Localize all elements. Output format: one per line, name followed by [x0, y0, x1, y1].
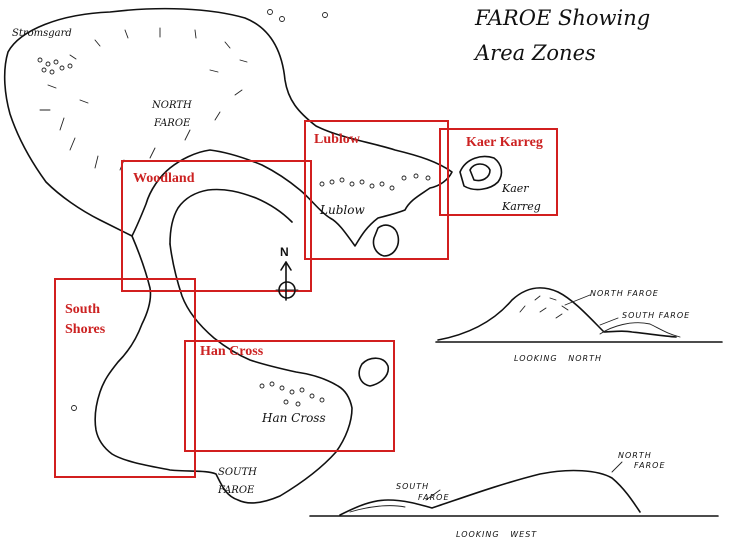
compass-north-label: N [280, 245, 289, 259]
west-view-peak-label-line-2: FAROE [634, 461, 666, 470]
north-faroe-label-line-1: NORTH [151, 100, 192, 111]
lublow-town-dots [319, 173, 431, 191]
lublow-town-label: Lublow [319, 203, 365, 217]
north-view-caption: LOOKING NORTH [514, 354, 602, 363]
zone-han-cross-boundary [184, 340, 395, 452]
zone-han-cross-label: Han Cross [200, 344, 264, 359]
kaer-karreg-town-label-line-1: Kaer [501, 182, 529, 195]
central-isthmus-coastline [94, 235, 353, 504]
zone-kaer-karreg-boundary [439, 128, 558, 216]
north-faroe-label-line-2: FAROE [153, 118, 191, 129]
west-view-low-label-line-1: SOUTH [396, 482, 429, 491]
south-faroe-label-line-1: SOUTH [218, 467, 257, 478]
zone-south-shores-boundary [54, 278, 196, 478]
zone-woodland-boundary [121, 160, 312, 292]
north-faroe-coastline [3, 7, 453, 247]
north-view-peak-label: NORTH FAROE [590, 289, 659, 298]
zone-lublow-boundary [304, 120, 449, 260]
stromsgard-town-dots [37, 57, 73, 75]
south-faroe-label-line-2: FAROE [217, 485, 255, 496]
han-cross-town-dots [259, 381, 325, 407]
west-view-caption: LOOKING WEST [456, 530, 537, 539]
profile-looking-north: NORTH FAROE SOUTH FAROE LOOKING NORTH [435, 287, 723, 363]
map-title-line-1: FAROE Showing [474, 6, 650, 30]
north-faroe-hill-hatching [39, 27, 248, 171]
zone-south-shores-label-line-1: South [65, 302, 100, 317]
zone-south-shores-label-line-2: Shores [65, 322, 106, 337]
profile-looking-west: SOUTH FAROE NORTH FAROE LOOKING WEST [309, 451, 719, 539]
west-view-low-label-line-2: FAROE [418, 493, 450, 502]
kaer-karreg-town-label-line-2: Karreg [501, 200, 541, 213]
small-islands [71, 9, 503, 411]
han-cross-town-label: Han Cross [261, 411, 326, 425]
zone-lublow-label: Lublow [314, 132, 361, 147]
west-view-peak-label-line-1: NORTH [618, 451, 652, 460]
north-view-low-label: SOUTH FAROE [622, 311, 690, 320]
zone-kaer-karreg-label: Kaer Karreg [466, 135, 543, 150]
compass-rose: N [275, 245, 299, 301]
zone-woodland-label: Woodland [133, 171, 195, 186]
map-title-line-2: Area Zones [473, 41, 596, 65]
south-coast-inner [169, 188, 293, 245]
stromsgard-label: Stromsgard [12, 28, 72, 39]
